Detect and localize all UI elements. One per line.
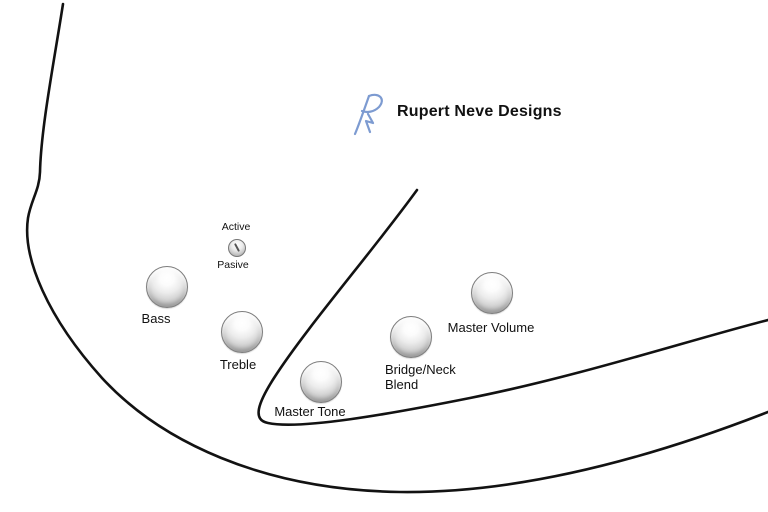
switch-passive-label: Pasive — [217, 259, 249, 271]
brand-title: Rupert Neve Designs — [397, 103, 562, 120]
body-outline-left-bottom-path — [25, 2, 768, 494]
bridge-neck-blend-knob-icon — [390, 316, 432, 358]
logo-stroke-main — [353, 94, 371, 136]
treble-knob-icon — [221, 311, 263, 353]
switch-active-label: Active — [221, 221, 251, 233]
bridge-neck-blend-knob-label: Bridge/Neck Blend — [385, 362, 456, 392]
active-passive-switch-knob-icon — [228, 239, 246, 257]
logo-stroke-tail — [364, 112, 375, 134]
master-tone-knob-label: Master Tone — [274, 404, 346, 419]
bass-knob-label: Bass — [141, 311, 171, 326]
treble-knob-label: Treble — [219, 357, 257, 372]
master-tone-knob-icon — [300, 361, 342, 403]
logo-stroke-bowl — [360, 93, 383, 114]
rupert-neve-script-r-icon — [353, 93, 383, 136]
master-volume-knob-icon — [471, 272, 513, 314]
bass-knob-icon — [146, 266, 188, 308]
body-cutaway-path — [257, 188, 768, 426]
master-volume-knob-label: Master Volume — [447, 320, 535, 335]
